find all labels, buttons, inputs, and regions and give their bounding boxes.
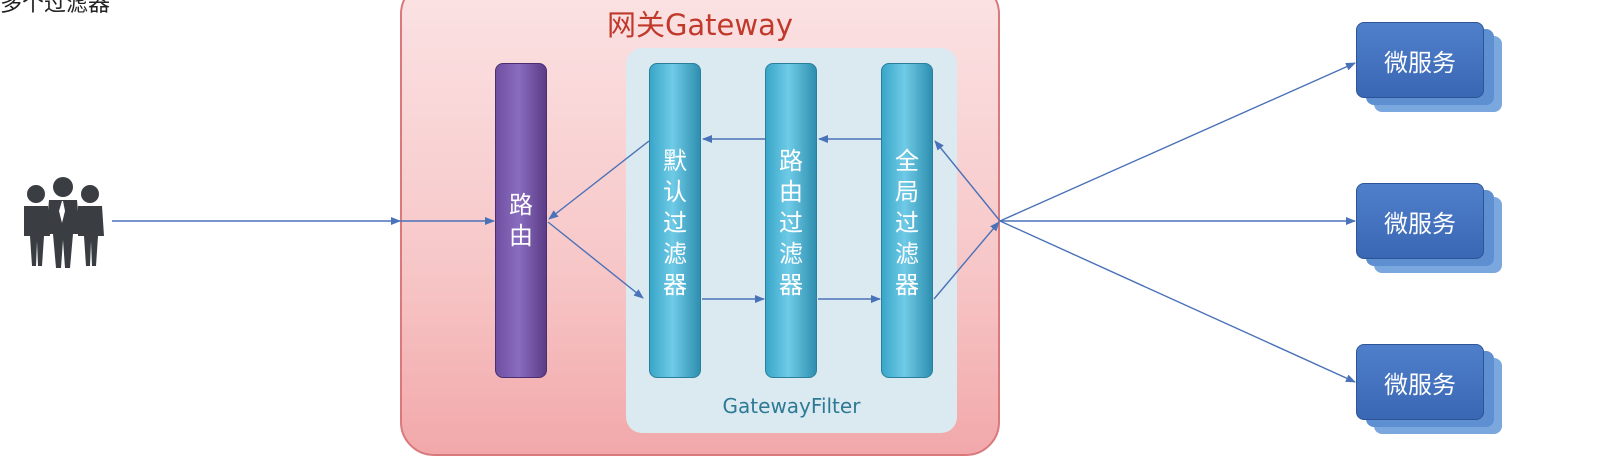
top-left-caption: 多个过滤器 [0,0,111,17]
gateway-title: 网关Gateway [606,8,794,42]
route-filter-label: 路由过滤器 [779,147,803,299]
global-filter-bar: 全局过滤器 [881,63,933,378]
arrow-hub-to-service-1 [999,62,1356,222]
microservice-2: 微服务 [1356,183,1506,277]
microservice-1: 微服务 [1356,22,1506,116]
arrow-global-to-hub [933,221,1000,300]
users-group-icon [24,177,104,268]
default-filter-label: 默认过滤器 [663,147,687,299]
route-label: 路由 [509,191,533,250]
microservice-3: 微服务 [1356,344,1506,438]
arrow-hub-to-service-3 [999,220,1356,383]
default-filter-bar: 默认过滤器 [649,63,701,378]
route-bar: 路由 [495,63,547,378]
arrow-default-to-route [548,140,650,220]
microservice-label: 微服务 [1356,344,1484,420]
microservice-label: 微服务 [1356,183,1484,259]
route-filter-bar: 路由过滤器 [765,63,817,378]
arrow-route-to-default-filter [547,221,644,299]
global-filter-label: 全局过滤器 [895,147,919,299]
microservice-label: 微服务 [1356,22,1484,98]
gateway-filter-label: GatewayFilter [722,394,861,418]
arrow-hub-to-global-filter [934,140,1001,222]
